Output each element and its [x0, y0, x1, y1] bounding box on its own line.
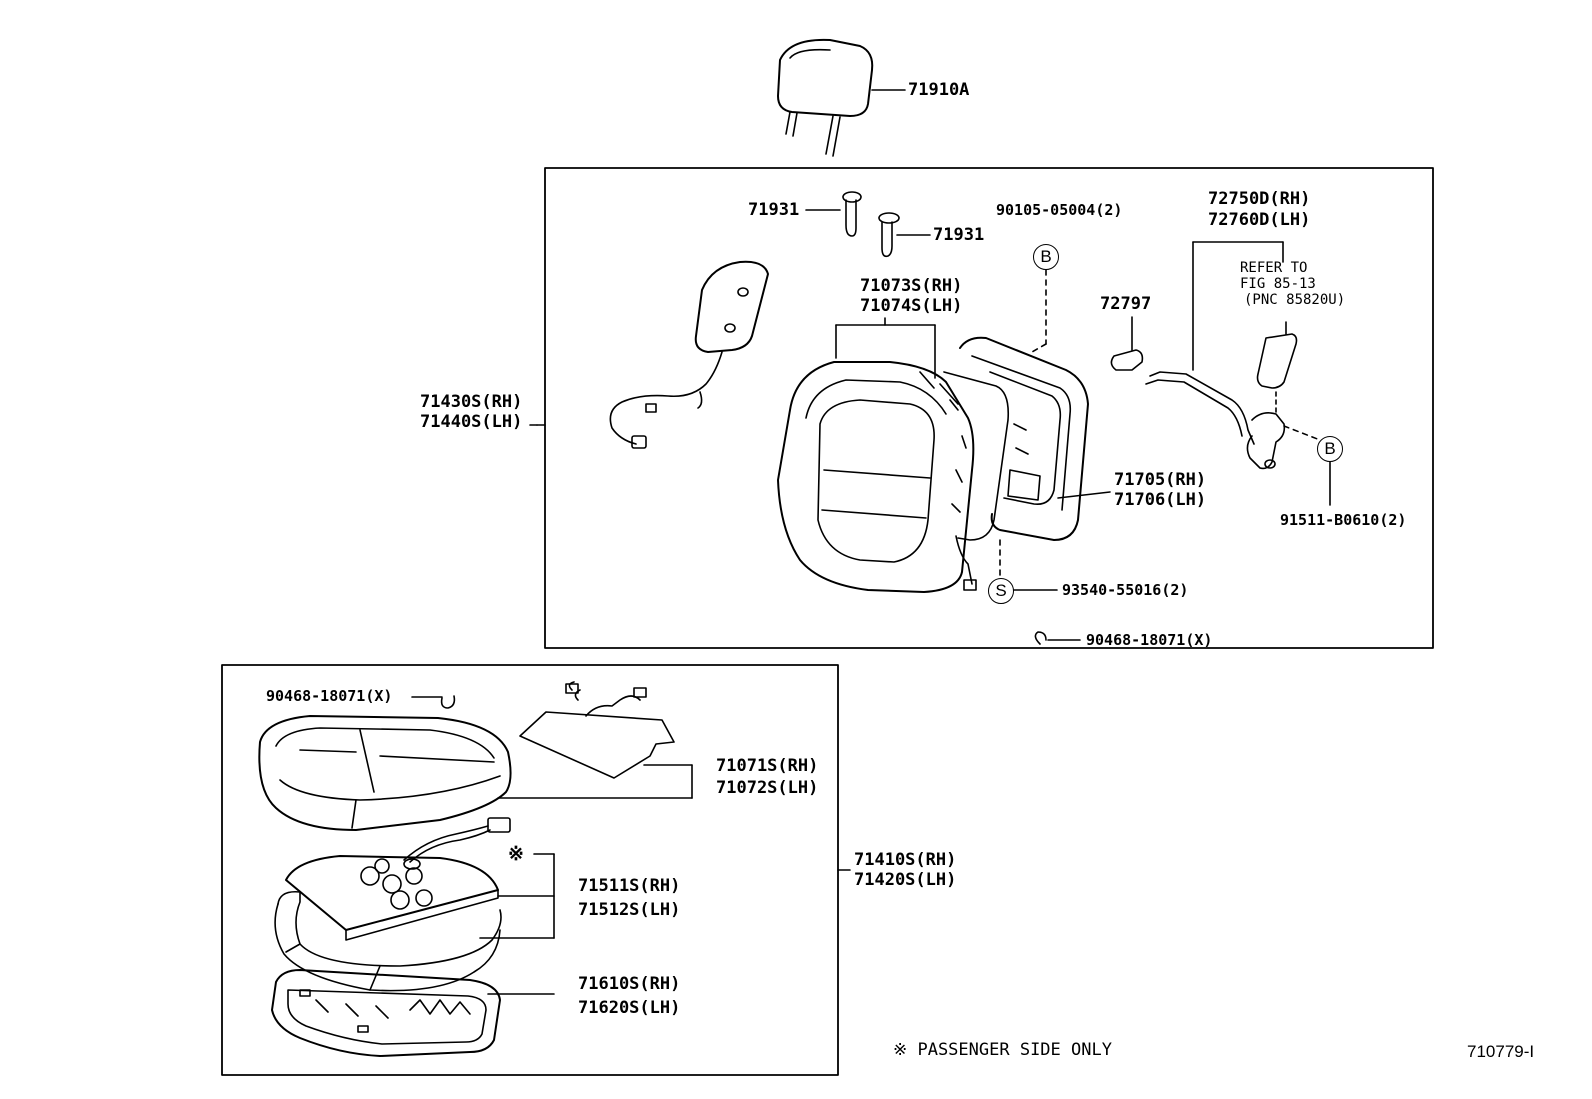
label-nut-s: 93540-55016(2): [1062, 581, 1189, 599]
label-screw-b-top: 90105-05004(2): [996, 201, 1123, 219]
label-back-frame-lh: 71706(LH): [1114, 490, 1207, 510]
side-airbag-drawing: [609, 260, 769, 449]
label-hog-ring-upper: 90468-18071(X): [1086, 631, 1213, 649]
label-back-frame-rh: 71705(RH): [1114, 470, 1207, 490]
label-cushion-cover-rh: 71071S(RH): [716, 756, 819, 776]
marker-b-top: B: [1033, 244, 1059, 270]
hinge-rod-drawing: [1145, 241, 1286, 470]
hog-ring-lower-drawing: [440, 695, 456, 709]
seatback-cover-drawing: [777, 317, 975, 593]
spring-frame-drawing: [271, 969, 555, 1057]
refer-cover-drawing: [1256, 321, 1321, 441]
refer-line-2: FIG 85-13: [1240, 276, 1316, 292]
footnote-passenger-side: ※ PASSENGER SIDE ONLY: [893, 1040, 1112, 1060]
label-cushion-pad-lh: 71512S(LH): [578, 900, 681, 920]
figure-code: 710779-I: [1467, 1042, 1535, 1061]
label-spring-rh: 71610S(RH): [578, 974, 681, 994]
cushion-pad-drawing: [285, 817, 555, 941]
label-cushion-cover-lh: 71072S(LH): [716, 778, 819, 798]
label-bushing-lower: 71931: [933, 225, 985, 245]
cushion-cover-drawing: [258, 715, 693, 831]
label-bushing-upper: 71931: [748, 200, 800, 220]
label-hinge-cover-lh: 72760D(LH): [1208, 210, 1311, 230]
label-seatback-assy-rh: 71430S(RH): [420, 392, 523, 412]
marker-b-right: B: [1317, 436, 1343, 462]
label-back-cover-lh: 71074S(LH): [860, 296, 963, 316]
label-clip: 72797: [1100, 294, 1152, 314]
label-hinge-cover-rh: 72750D(RH): [1208, 189, 1311, 209]
label-bolt-b-right: 91511-B0610(2): [1280, 511, 1407, 529]
clip-drawing: [1110, 316, 1144, 371]
label-cushion-assy-lh: 71420S(LH): [854, 870, 957, 890]
headrest-bushings-drawing: [805, 191, 931, 258]
star-marker: ※: [508, 843, 524, 865]
label-cushion-pad-rh: 71511S(RH): [578, 876, 681, 896]
seatback-group-frame: [544, 167, 1434, 649]
refer-line-3: (PNC 85820U): [1244, 292, 1346, 308]
refer-line-1: REFER TO: [1240, 260, 1308, 276]
label-headrest: 71910A: [908, 80, 970, 100]
hog-ring-upper-drawing: [1034, 631, 1047, 645]
marker-s: S: [988, 578, 1014, 604]
label-back-cover-rh: 71073S(RH): [860, 276, 963, 296]
label-spring-lh: 71620S(LH): [578, 998, 681, 1018]
seatback-frame-drawing: [959, 336, 1111, 541]
heater-mat-drawing: [519, 681, 693, 799]
seatback-pad-drawing: [943, 371, 1010, 591]
label-cushion-assy-rh: 71410S(RH): [854, 850, 957, 870]
headrest-drawing: [777, 38, 906, 157]
cushion-foam-drawing: [274, 890, 502, 992]
label-hog-ring-lower: 90468-18071(X): [266, 687, 393, 705]
label-seatback-assy-lh: 71440S(LH): [420, 412, 523, 432]
